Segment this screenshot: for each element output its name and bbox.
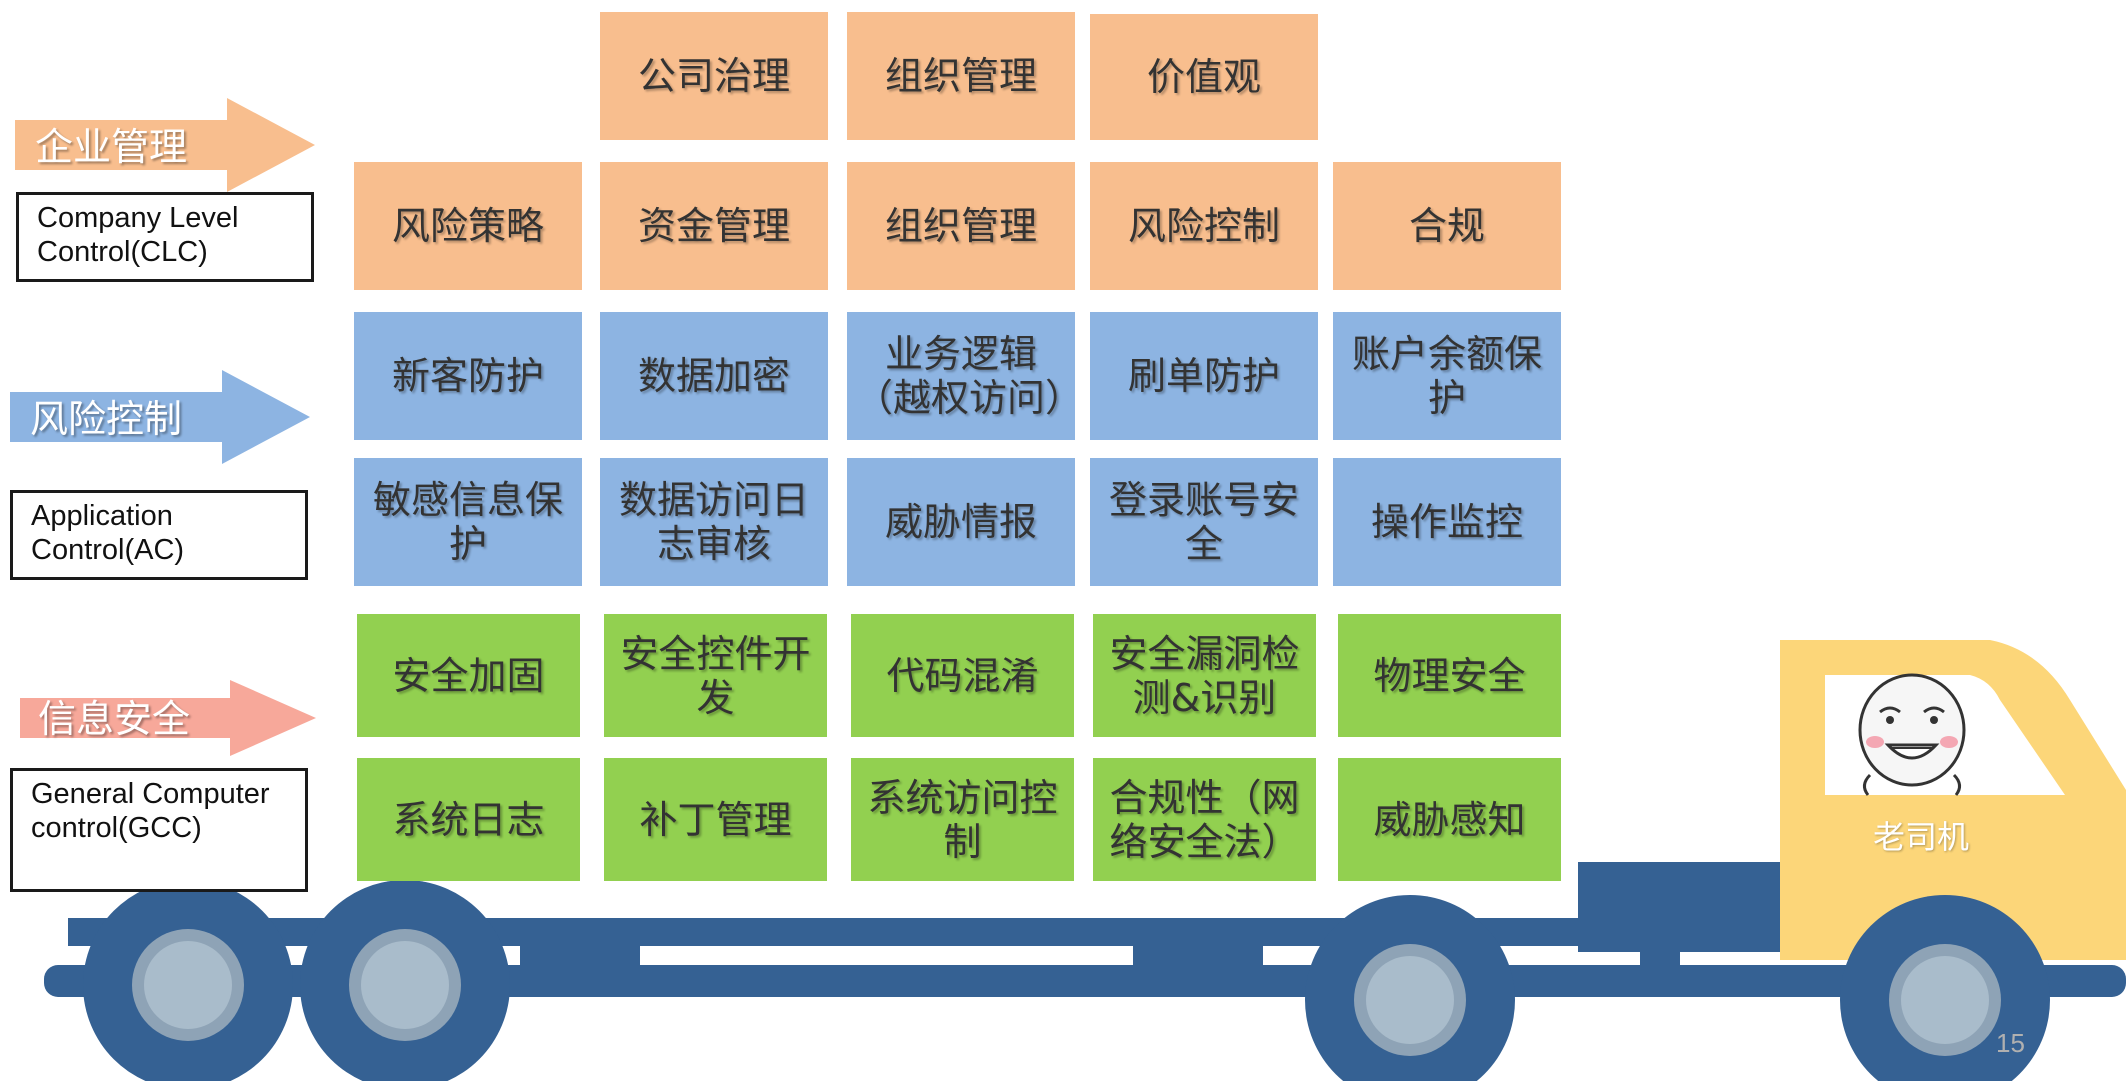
cell-fund-management: 资金管理 bbox=[600, 162, 828, 290]
cell-business-logic: 业务逻辑（越权访问） bbox=[847, 312, 1083, 440]
wheel-1 bbox=[83, 880, 293, 1081]
cell-order-fraud-protection: 刷单防护 bbox=[1090, 312, 1318, 440]
cell-new-customer-protection: 新客防护 bbox=[354, 312, 582, 440]
label-box-clc: Company Level Control(CLC) bbox=[16, 192, 314, 282]
arrow-shape bbox=[15, 98, 315, 192]
cell-vulnerability-detection: 安全漏洞检测&识别 bbox=[1093, 614, 1316, 737]
cell-system-access-control: 系统访问控制 bbox=[851, 758, 1074, 881]
cell-values: 价值观 bbox=[1090, 14, 1318, 140]
cell-organization-management: 组织管理 bbox=[847, 162, 1075, 290]
cell-account-balance-protection: 账户余额保护 bbox=[1333, 312, 1561, 440]
driver-label: 老司机 bbox=[1873, 818, 1970, 856]
wheel-4 bbox=[1840, 895, 2050, 1081]
cell-data-access-log-audit: 数据访问日志审核 bbox=[600, 458, 828, 586]
cell-risk-control: 风险控制 bbox=[1090, 162, 1318, 290]
cell-threat-intelligence: 威胁情报 bbox=[847, 458, 1075, 586]
cell-risk-strategy: 风险策略 bbox=[354, 162, 582, 290]
arrow-application-level: 风险控制 bbox=[10, 370, 310, 464]
cell-code-obfuscation: 代码混淆 bbox=[851, 614, 1074, 737]
arrow-label: 企业管理 bbox=[35, 125, 188, 169]
label-box-gcc: General Computer control(GCC) bbox=[10, 768, 308, 892]
wheel-3 bbox=[1305, 895, 1515, 1081]
cell-security-hardening: 安全加固 bbox=[357, 614, 580, 737]
cell-physical-security: 物理安全 bbox=[1338, 614, 1561, 737]
label-box-ac: Application Control(AC) bbox=[10, 490, 308, 580]
cell-patch-management: 补丁管理 bbox=[604, 758, 827, 881]
truck-chassis-bottom bbox=[44, 965, 2126, 997]
label-line: General Computer bbox=[31, 778, 270, 810]
wheel-2 bbox=[300, 880, 510, 1081]
meme-face-icon bbox=[1858, 673, 1966, 796]
cell-organization-management: 组织管理 bbox=[847, 12, 1075, 140]
page-number: 15 bbox=[1996, 1028, 2025, 1058]
label-line: Control(AC) bbox=[31, 534, 185, 566]
arrow-general-computer-level: 信息安全 bbox=[20, 680, 316, 756]
cell-data-encryption: 数据加密 bbox=[600, 312, 828, 440]
arrow-company-level: 企业管理 bbox=[15, 98, 315, 192]
label-line: Application bbox=[31, 500, 173, 532]
cell-system-log: 系统日志 bbox=[357, 758, 580, 881]
cell-corporate-governance: 公司治理 bbox=[600, 12, 828, 140]
cell-login-account-security: 登录账号安全 bbox=[1090, 458, 1318, 586]
label-line: Company Level bbox=[37, 202, 239, 234]
label-line: control(GCC) bbox=[31, 812, 202, 844]
cell-compliance-cybersecurity-law: 合规性（网络安全法） bbox=[1093, 758, 1316, 881]
arrow-label: 信息安全 bbox=[38, 697, 191, 741]
arrow-shape bbox=[10, 370, 310, 464]
cell-operation-monitoring: 操作监控 bbox=[1333, 458, 1561, 586]
cell-security-control-development: 安全控件开发 bbox=[604, 614, 827, 737]
cell-threat-awareness: 威胁感知 bbox=[1338, 758, 1561, 881]
arrow-shape bbox=[20, 680, 316, 756]
label-line: Control(CLC) bbox=[37, 236, 208, 268]
cell-compliance: 合规 bbox=[1333, 162, 1561, 290]
arrow-label: 风险控制 bbox=[30, 397, 183, 441]
truck-engine-block bbox=[1578, 862, 1780, 952]
cell-sensitive-info-protection: 敏感信息保护 bbox=[354, 458, 582, 586]
